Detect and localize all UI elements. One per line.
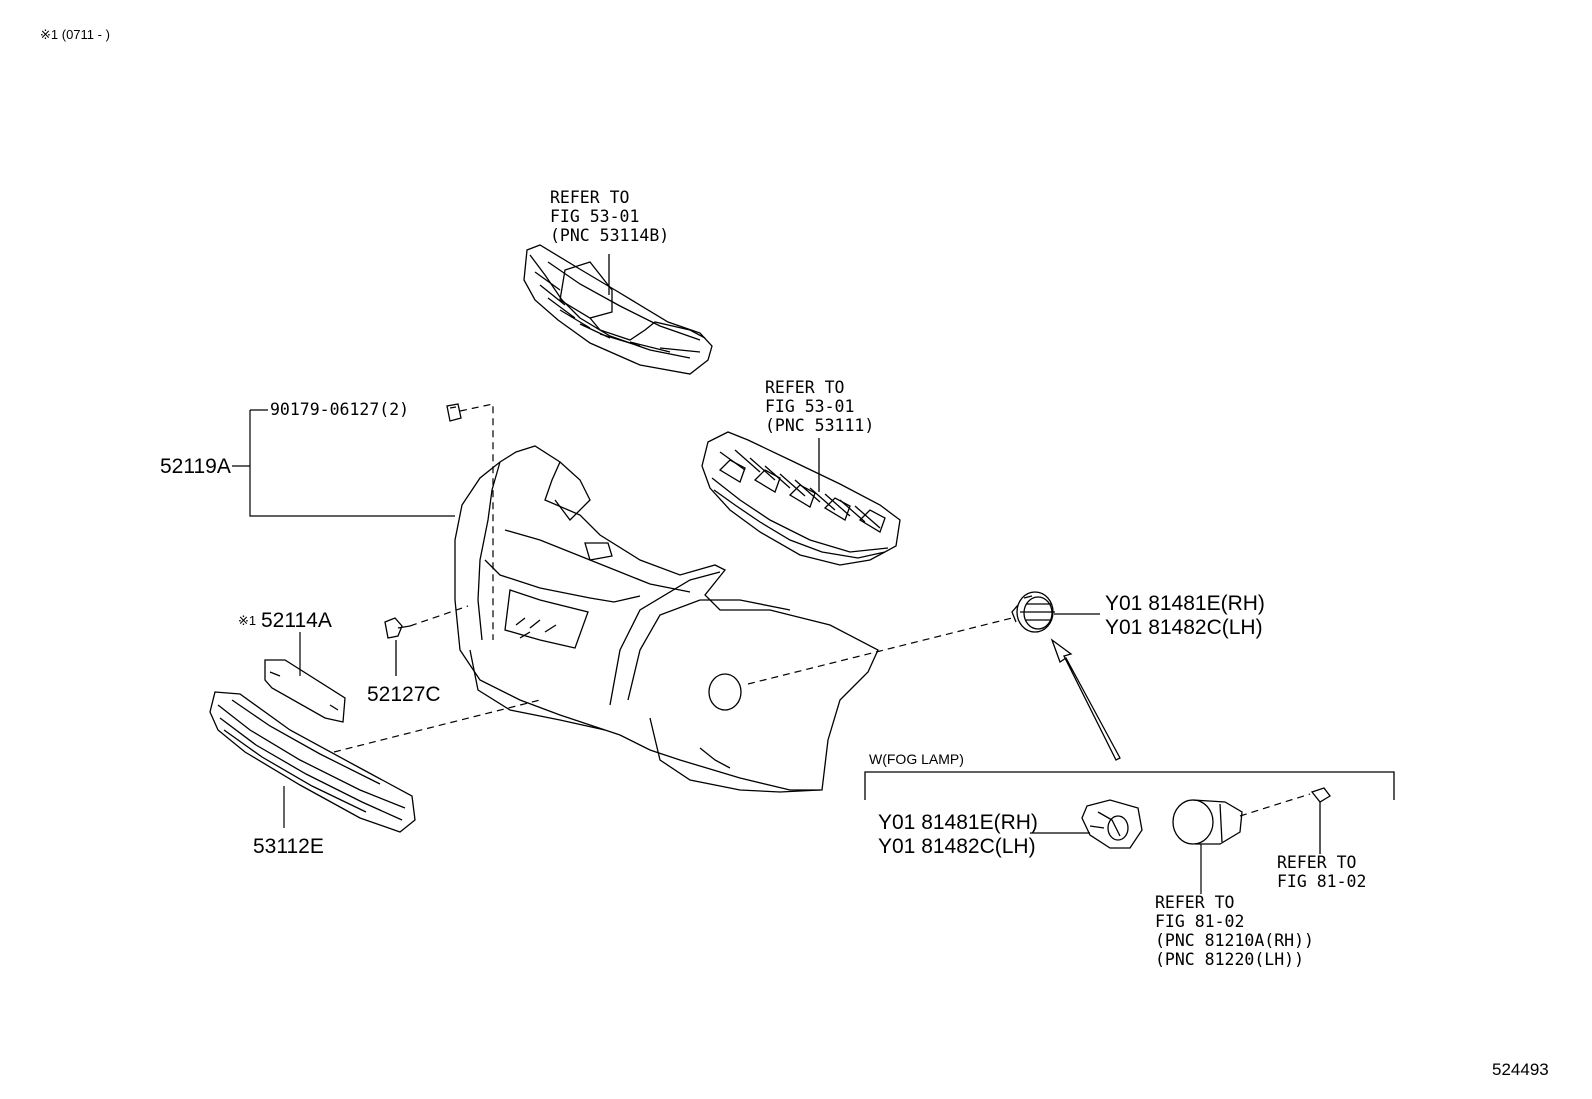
ref-upper-grille-line3: (PNC 53114B) <box>550 226 670 245</box>
ref-upper-grille-line1: REFER TO <box>550 188 630 207</box>
figure-id: 524493 <box>1492 1060 1549 1079</box>
fog-bracket-drawing <box>1082 800 1142 848</box>
ref-radiator-grille-line2: FIG 53-01 <box>765 397 855 416</box>
bracket-part-number: 52114A <box>261 609 332 632</box>
ref-radiator-grille-line3: (PNC 53111) <box>765 416 875 435</box>
lower-grille-part-number: 53112E <box>253 835 324 858</box>
fog-cover-lh-part-number: Y01 81482C(LH) <box>1105 616 1263 639</box>
ref-fog-lamp-line2: FIG 81-02 <box>1155 912 1245 931</box>
fog-lamp-drawing <box>1173 800 1242 844</box>
fog-bracket-rh-part-number: Y01 81481E(RH) <box>878 811 1038 834</box>
ref-screw-line2: FIG 81-02 <box>1277 872 1367 891</box>
applicability-note: ※1 (0711 - ) <box>40 27 110 42</box>
dashed-lines <box>334 404 1310 816</box>
ref-fog-lamp-line4: (PNC 81220(LH)) <box>1155 950 1305 969</box>
fog-lamp-section-title: W(FOG LAMP) <box>869 751 964 767</box>
ref-screw-line1: REFER TO <box>1277 853 1357 872</box>
lower-grille-drawing <box>210 692 415 832</box>
ref-upper-grille-line2: FIG 53-01 <box>550 207 640 226</box>
clip-drawing <box>447 404 461 421</box>
fog-cover-rh-part-number: Y01 81481E(RH) <box>1105 592 1265 615</box>
bumper-cover-drawing <box>455 446 878 792</box>
fog-bracket-lh-part-number: Y01 81482C(LH) <box>878 835 1036 858</box>
upper-grille-drawing <box>524 245 712 374</box>
ref-fog-lamp-line3: (PNC 81210A(RH)) <box>1155 931 1314 950</box>
retainer-drawing <box>385 618 410 676</box>
fog-section-bracket <box>865 772 1394 800</box>
ref-radiator-grille-line1: REFER TO <box>765 378 845 397</box>
retainer-part-number: 52127C <box>367 683 441 706</box>
leader-lines <box>232 410 1201 894</box>
radiator-grille-drawing <box>702 432 900 565</box>
clip-part-number: 90179-06127(2) <box>270 400 410 419</box>
fog-cover-drawing <box>1012 592 1055 632</box>
screw-drawing <box>1312 788 1330 854</box>
ref-fog-lamp-line1: REFER TO <box>1155 893 1235 912</box>
bracket-note-mark: ※1 <box>238 613 257 628</box>
assembly-arrow <box>1052 640 1120 760</box>
bumper-cover-part-number: 52119A <box>160 455 231 478</box>
bracket-drawing <box>265 660 345 722</box>
